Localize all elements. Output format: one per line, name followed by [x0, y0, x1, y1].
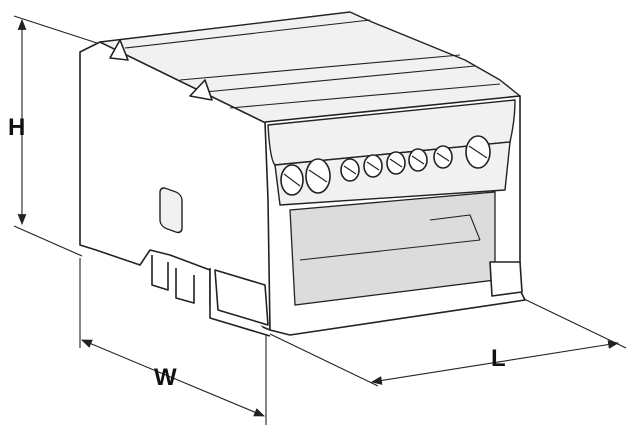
terminal-screw: [305, 158, 331, 194]
width-dimension: [79, 258, 267, 425]
foot: [175, 268, 195, 304]
width-label: W: [154, 364, 177, 391]
terminal-screw: [340, 158, 360, 182]
terminal-screw: [386, 151, 406, 175]
mounting-clip-right: [489, 261, 523, 297]
terminal-screw: [280, 164, 304, 196]
height-label: H: [8, 114, 26, 141]
terminal-screw: [433, 145, 453, 169]
side-window: [159, 187, 183, 234]
terminal-screws: [280, 135, 491, 196]
terminal-screw: [465, 135, 491, 169]
length-label: L: [491, 345, 506, 372]
length-dimension: [269, 297, 627, 387]
terminal-block-body: [79, 11, 526, 337]
height-dimension: [13, 15, 101, 257]
terminal-screw: [363, 154, 383, 178]
terminal-screw: [408, 148, 428, 172]
mounting-clip-left: [214, 269, 269, 326]
foot: [151, 255, 169, 291]
